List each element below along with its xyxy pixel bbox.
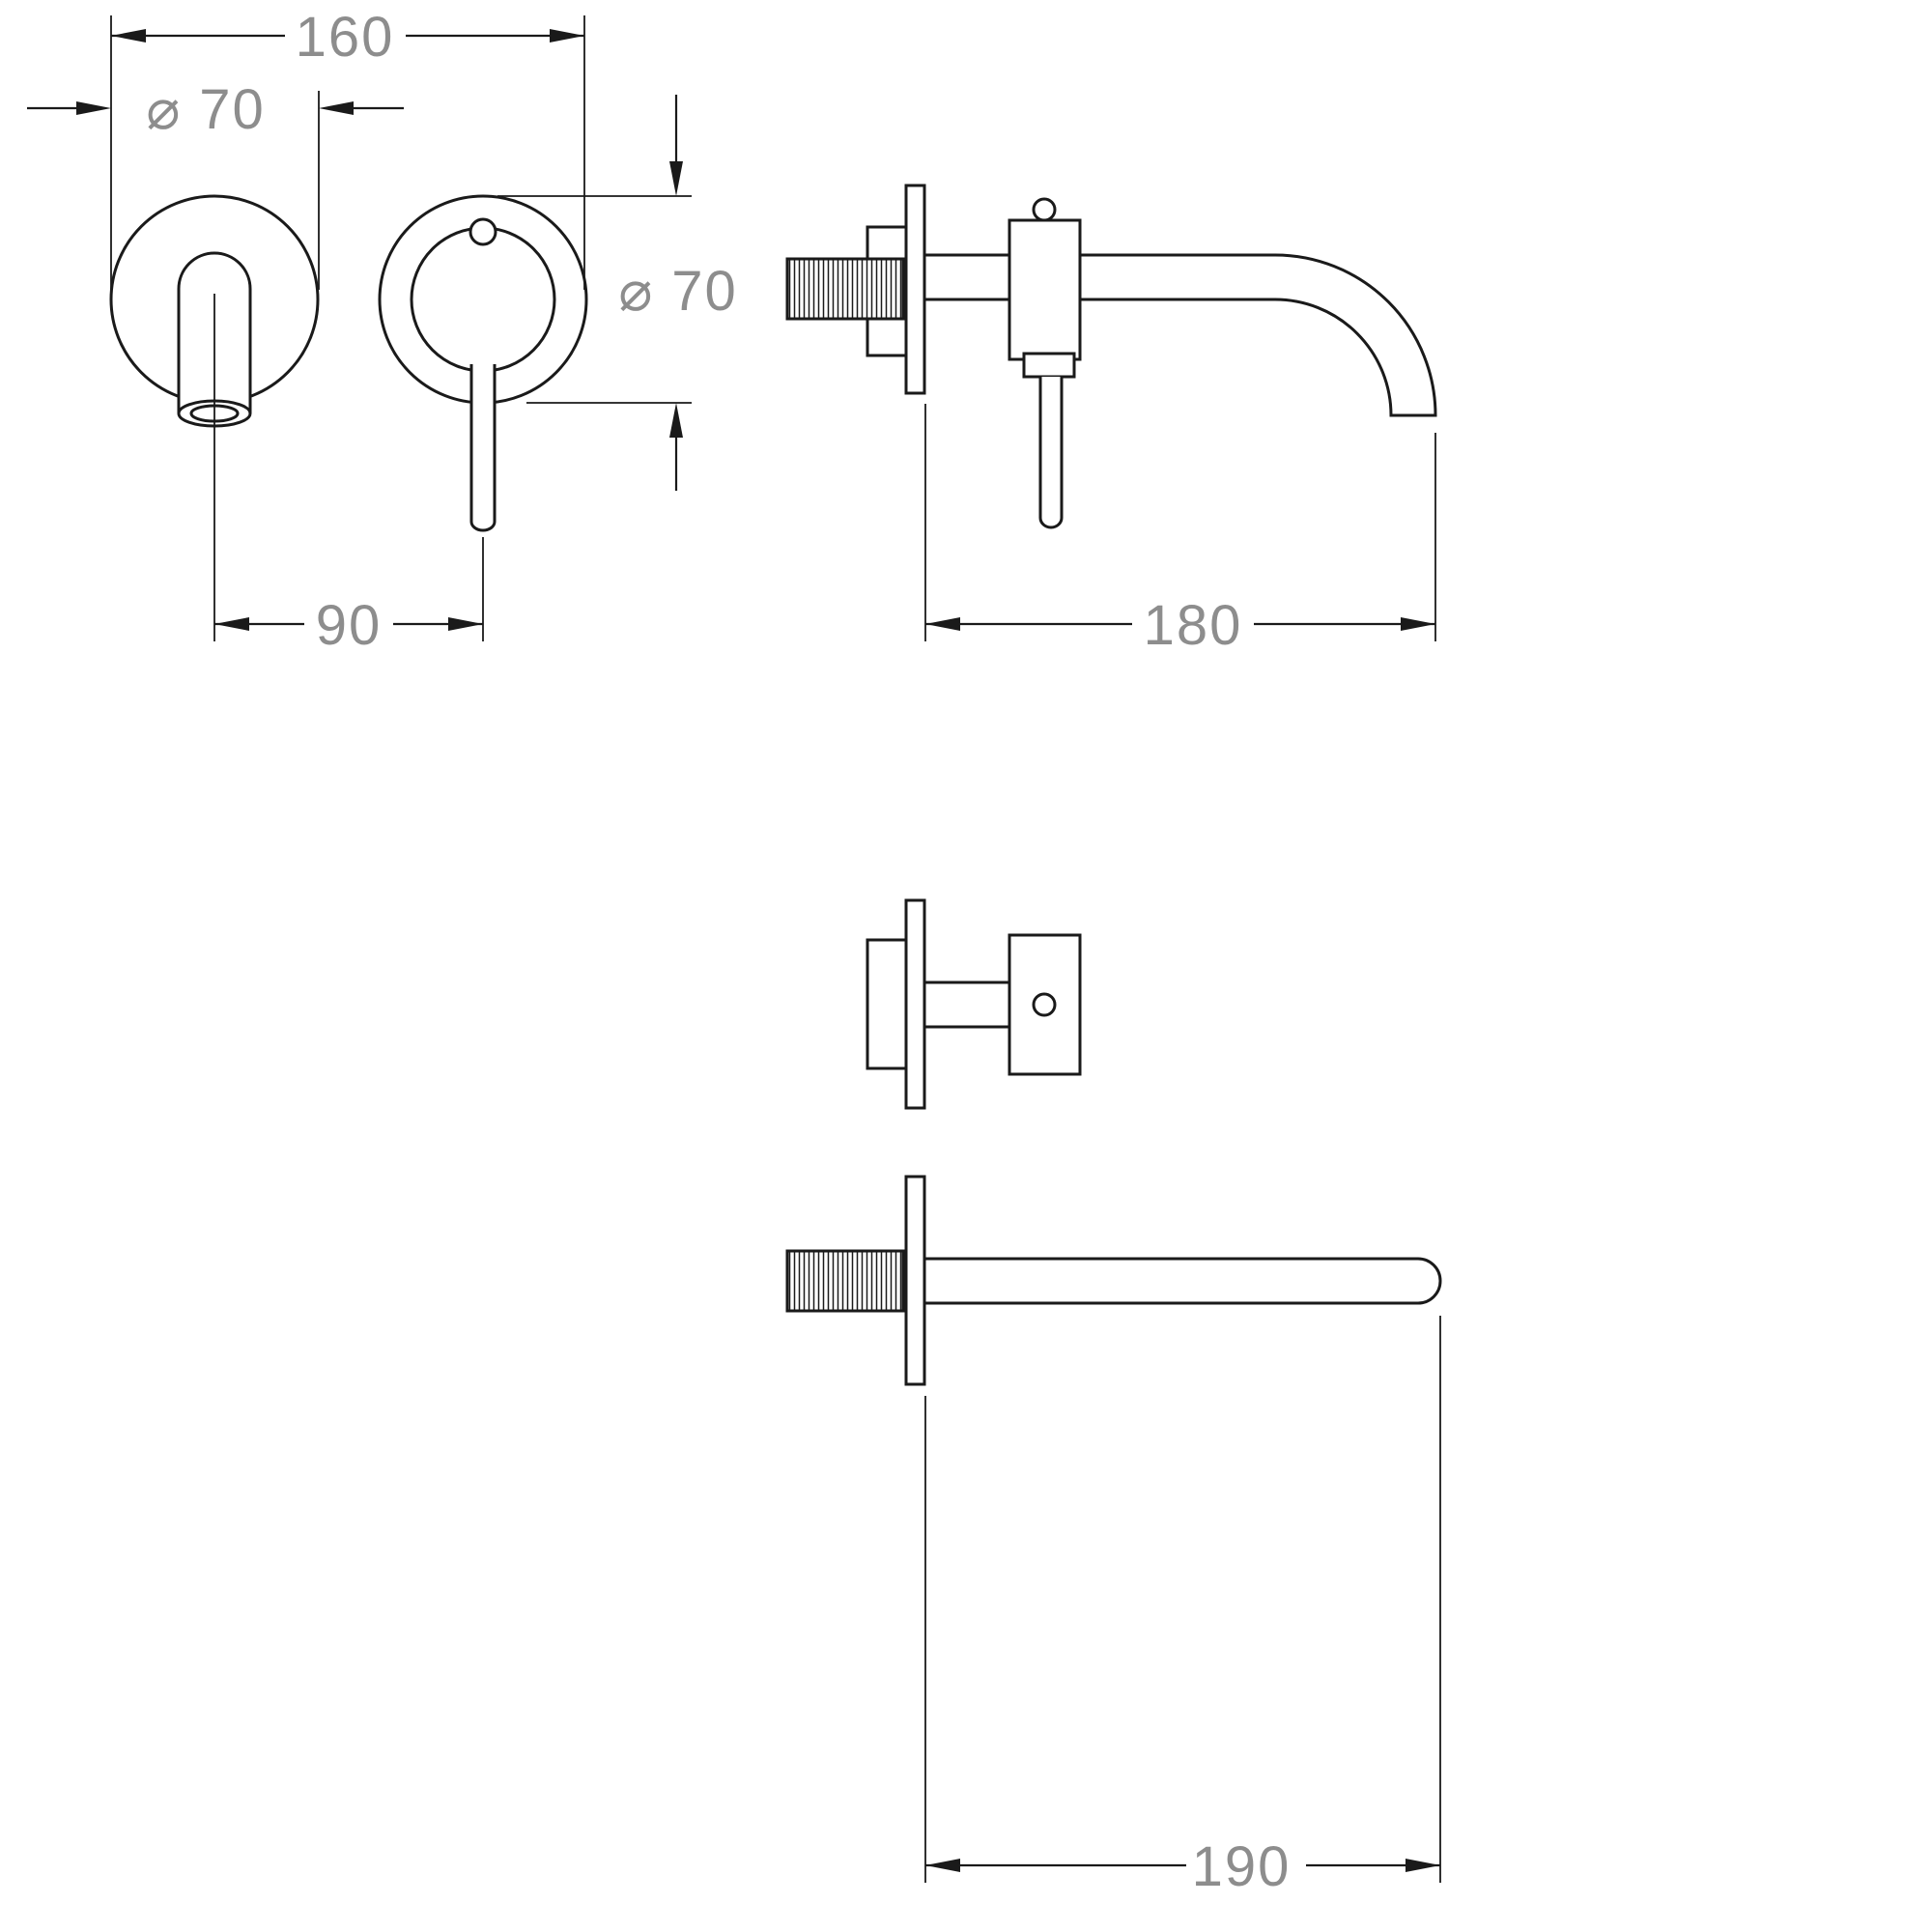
arrowhead-left: [111, 29, 146, 43]
dim-spout-plate-diameter: ⌀ 70: [27, 78, 404, 290]
front-view: 160 ⌀ 70 ⌀ 70 90: [27, 6, 738, 657]
dim-plate-diameter-label: ⌀ 70: [146, 78, 266, 141]
arrowhead-right: [1406, 1859, 1440, 1872]
spout-tube-side: [924, 253, 1437, 417]
spout-threaded-inlet: [785, 1249, 905, 1313]
dim-length-190: 190: [924, 1316, 1441, 1898]
arrowhead-left: [319, 101, 354, 115]
valve-wall-flange: [904, 898, 926, 1110]
arrowhead-left: [214, 617, 249, 631]
arrowhead-left: [925, 617, 960, 631]
mixer-collar-circle: [410, 226, 556, 373]
arrowhead-up: [669, 403, 683, 438]
mixer-plate-front: [378, 194, 588, 641]
arrowhead-right: [1401, 617, 1435, 631]
arrowhead-right: [76, 101, 111, 115]
dim-190-label: 190: [1192, 1835, 1292, 1898]
dim-mixer-plate-diameter: ⌀ 70: [497, 95, 738, 491]
valve-body-rear: [866, 938, 908, 1070]
arrowhead-down: [669, 161, 683, 196]
lever-hub-side: [1022, 352, 1076, 379]
threaded-inlet-side: [785, 257, 905, 321]
dim-180-label: 180: [1144, 594, 1243, 657]
valve-body-view: [866, 898, 1082, 1110]
arrowhead-left: [925, 1859, 960, 1872]
wall-flange-side: [904, 184, 926, 395]
valve-screw-hole: [1032, 992, 1057, 1017]
dim-width-160: 160: [110, 6, 585, 290]
cartridge-housing-side: [1008, 218, 1082, 361]
dim-projection-180: 180: [924, 404, 1436, 657]
housing-screw-top: [1032, 197, 1057, 222]
spout-view: 190: [785, 1175, 1442, 1898]
handle-screw-circle: [469, 217, 497, 246]
side-view-assembly: 180: [785, 184, 1437, 657]
spout-plate-front: [109, 194, 320, 641]
dim-160-label: 160: [296, 6, 395, 69]
arrowhead-right: [550, 29, 584, 43]
handle-lever-front: [469, 364, 497, 532]
lever-rod-side: [1038, 377, 1064, 529]
dim-center-spacing-90: 90: [214, 594, 483, 657]
spout-wall-flange: [904, 1175, 926, 1386]
spout-tube-plan: [924, 1257, 1442, 1305]
arrowhead-right: [448, 617, 483, 631]
dim-mixer-diameter-label: ⌀ 70: [618, 260, 738, 323]
dim-90-label: 90: [316, 594, 383, 657]
